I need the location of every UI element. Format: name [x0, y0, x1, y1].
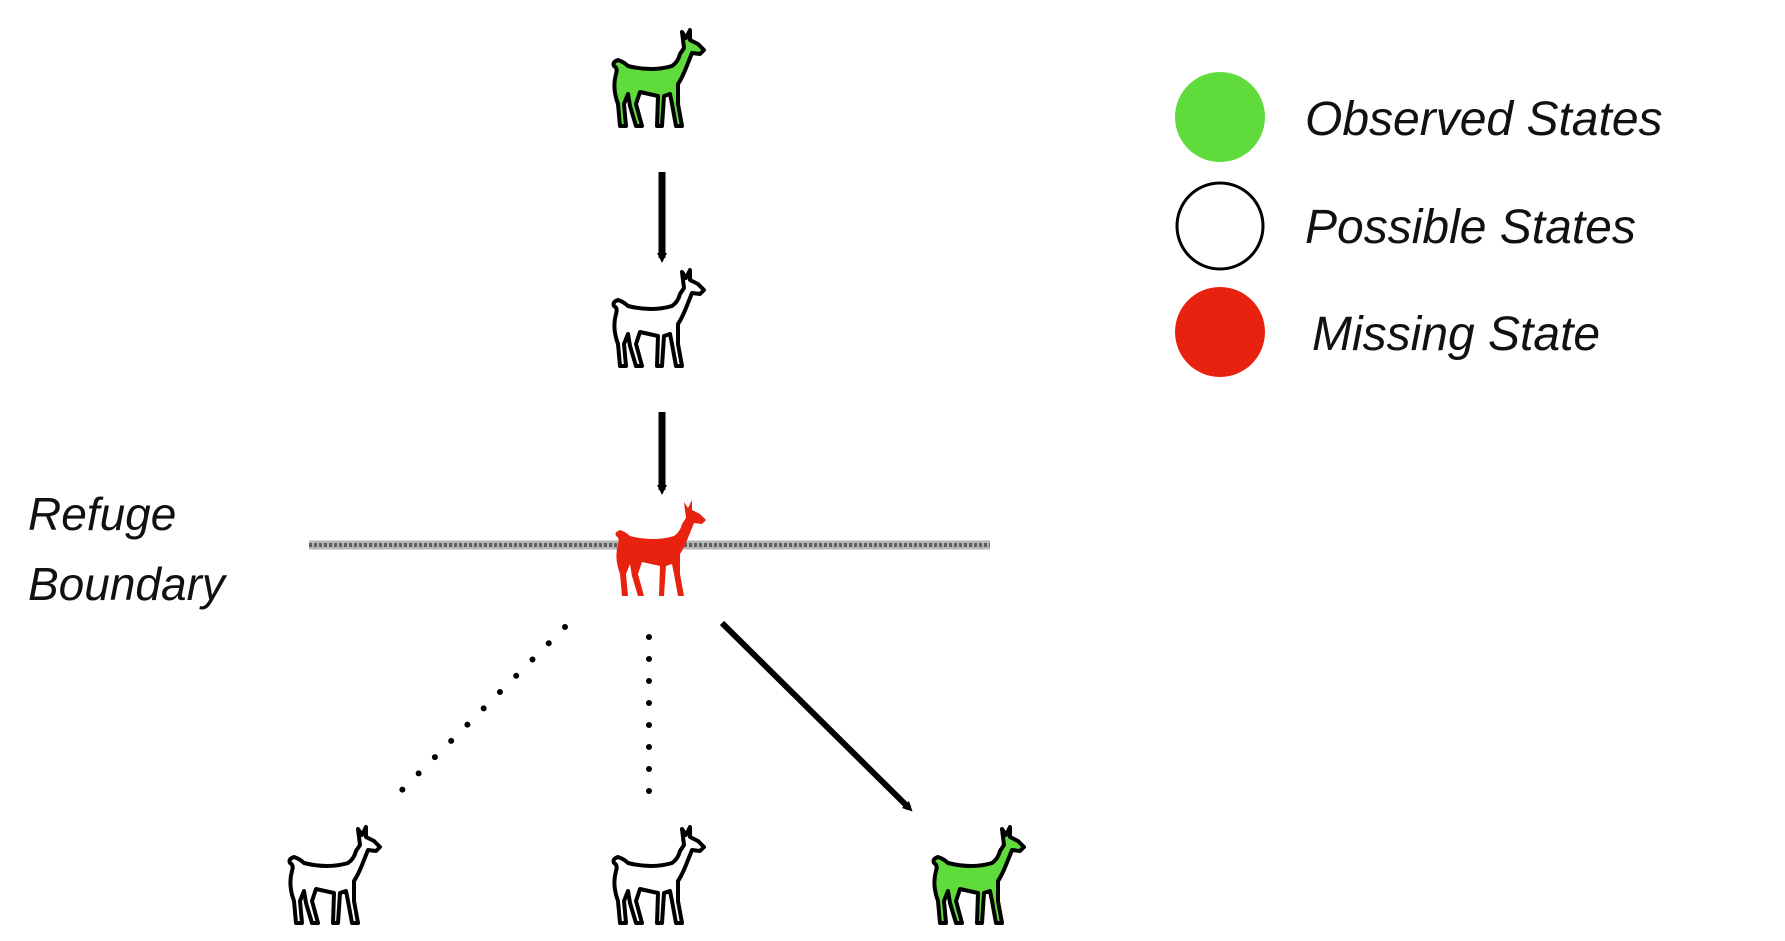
deer-bottom-middle-possible-icon [611, 825, 706, 925]
legend-missing-swatch [1175, 287, 1265, 377]
deer-top-observed-icon [611, 28, 706, 128]
dotted-line-to-bottom-left [387, 624, 568, 805]
legend-possible-label: Possible States [1305, 201, 1636, 254]
boundary-label-line2: Boundary [28, 558, 228, 610]
legend-observed-label: Observed States [1305, 93, 1663, 146]
boundary-label-line1: Refuge [28, 488, 176, 540]
arrow-boundary-to-bottom-right [719, 620, 913, 812]
legend: Observed States Possible States Missing … [1175, 72, 1663, 377]
legend-possible-swatch [1175, 181, 1265, 271]
deer-bottom-right-observed-icon [931, 825, 1026, 925]
deer-bottom-left-possible-icon [287, 825, 382, 925]
deer-middle-possible-icon [611, 268, 706, 368]
legend-observed-swatch [1175, 72, 1265, 162]
legend-missing-label: Missing State [1312, 308, 1600, 361]
